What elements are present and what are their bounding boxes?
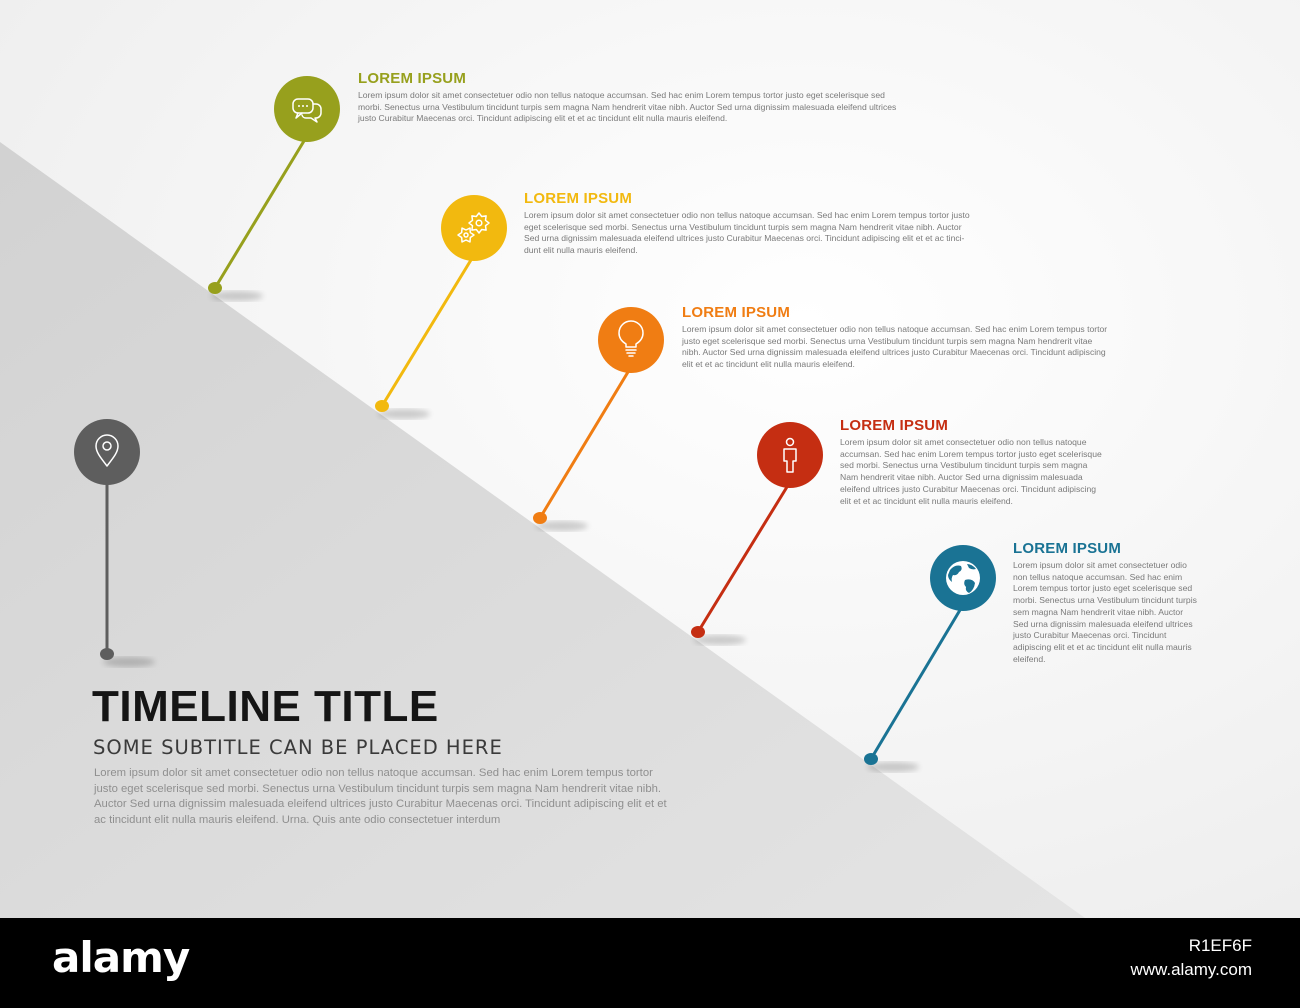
pin-shadow [867,762,919,772]
timeline-item-5: LOREM IPSUM Lorem ipsum dolor sit amet c… [1013,540,1253,665]
timeline-item-2: LOREM IPSUM Lorem ipsum dolor sit amet c… [524,190,1044,257]
pin-shadow [536,521,588,531]
pin-head [274,76,340,142]
timeline-item-4: LOREM IPSUM Lorem ipsum dolor sit amet c… [840,417,1160,507]
pin-base [100,648,114,660]
speech-bubbles-icon [292,98,322,123]
timeline-infographic: LOREM IPSUM Lorem ipsum dolor sit amet c… [0,0,1300,918]
item-text: Lorem ipsum dolor sit amet consectetuer … [524,210,970,256]
watermark-bar [0,918,1300,1008]
pin-5 [864,545,996,772]
person-icon [783,437,797,473]
item-text: Lorem ipsum dolor sit amet consectetuer … [682,324,1108,370]
pin-head [598,307,664,373]
pin-base [533,512,547,524]
pin-base [864,753,878,765]
pin-stem [380,253,476,408]
pin-base [375,400,389,412]
pin-1 [208,76,340,301]
item-title: LOREM IPSUM [358,70,467,87]
pin-shadow [694,635,746,645]
pin-head [757,422,823,488]
item-title: LOREM IPSUM [682,304,791,321]
image-id: R1EF6F [1188,936,1252,955]
watermark-logo: alamy [52,933,190,982]
item-text: Lorem ipsum dolor sit amet consectetuer … [840,437,1102,506]
pin-4 [691,422,823,645]
pin-start [74,419,155,667]
pin-shadow [103,657,155,667]
item-text: Lorem ipsum dolor sit amet consectetuer … [358,90,897,124]
gears-icon [457,212,490,243]
pin-stem [213,134,309,290]
diagonal-gray-panel [0,142,1085,918]
watermark-url: www.alamy.com [1130,960,1252,979]
pin-3 [533,307,664,531]
pin-stem [538,365,633,520]
globe-icon [946,561,980,595]
pin-base [691,626,705,638]
pin-stem [696,480,792,634]
pin-stem [869,603,965,761]
light-bulb-icon [618,320,644,357]
pin-shadow [378,409,430,419]
page-subtitle: SOME SUBTITLE CAN BE PLACED HERE [93,736,503,759]
timeline-item-1: LOREM IPSUM Lorem ipsum dolor sit amet c… [358,70,978,125]
item-text: Lorem ipsum dolor sit amet consectetuer … [1013,560,1197,664]
location-pin-icon [95,434,119,467]
item-title: LOREM IPSUM [1013,540,1122,557]
pin-2 [375,195,507,419]
item-title: LOREM IPSUM [524,190,633,207]
timeline-item-3: LOREM IPSUM Lorem ipsum dolor sit amet c… [682,304,1182,371]
page-description: Lorem ipsum dolor sit amet consectetuer … [94,767,667,826]
timeline-diagram [0,0,1300,918]
pin-head [441,195,507,261]
item-title: LOREM IPSUM [840,417,949,434]
pin-base [208,282,222,294]
page-title: TIMELINE TITLE [92,682,439,731]
pin-head [74,419,140,485]
pin-shadow [211,291,263,301]
